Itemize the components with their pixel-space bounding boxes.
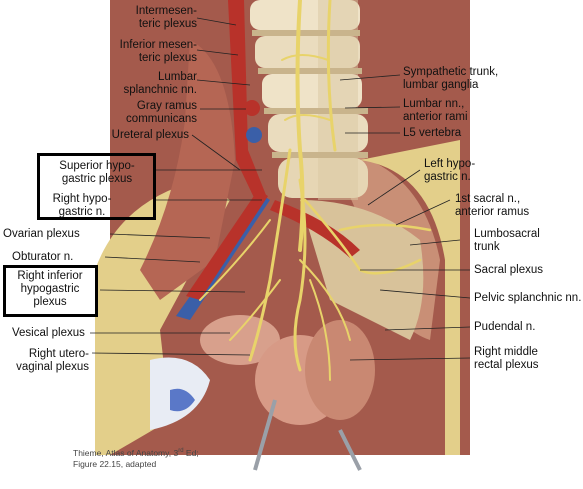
label-vesical-plexus: Vesical plexus [12, 327, 85, 339]
label-right-uterovaginal: Right utero- vaginal plexus [16, 348, 89, 373]
label-intermesenteric-plexus: Intermesen- teric plexus [135, 5, 197, 30]
left-iliac-artery [270, 200, 360, 258]
label-right-hypogastric: Right hypo- gastric n. [52, 193, 112, 218]
label-pelvic-splanchnic: Pelvic splanchnic nn. [474, 292, 582, 304]
label-inferior-mesenteric-plexus: Inferior mesen- teric plexus [119, 39, 197, 64]
label-right-inferior-hypogastric: Right inferior hypogastric plexus [17, 270, 83, 308]
label-first-sacral: 1st sacral n., anterior ramus [455, 193, 530, 218]
label-obturator-nerve: Obturator n. [12, 251, 74, 263]
artery-cross-section [244, 100, 260, 116]
right-iliac-artery [186, 190, 268, 300]
vein-cross-section [246, 127, 262, 143]
label-l5-vertebra: L5 vertebra [403, 127, 462, 139]
superior-hypogastric-box [37, 153, 156, 220]
autonomic-nerves [199, 0, 432, 381]
right-inferior-hypogastric-box [3, 265, 98, 317]
label-sympathetic-trunk: Sympathetic trunk, lumbar ganglia [403, 66, 499, 91]
pubic-vessel [170, 388, 195, 412]
figure-credit: Thieme, Atlas of Anatomy, 3rd Ed; Figure… [73, 447, 199, 469]
label-pudendal-nerve: Pudendal n. [474, 321, 536, 333]
label-ureteral-plexus: Ureteral plexus [111, 129, 189, 141]
retractor-right [338, 429, 362, 471]
rectum [305, 320, 375, 420]
aorta [228, 0, 268, 206]
leader-lines [90, 17, 471, 361]
label-ovarian-plexus: Ovarian plexus [3, 228, 80, 240]
retractor-left [253, 399, 277, 471]
label-left-hypogastric: Left hypo- gastric n. [424, 158, 476, 183]
label-gray-ramus: Gray ramus communicans [126, 100, 197, 125]
label-sacral-plexus: Sacral plexus [474, 264, 544, 276]
label-superior-hypogastric: Superior hypo- gastric plexus [59, 160, 135, 185]
label-lumbar-splanchnic: Lumbar splanchnic nn. [123, 71, 197, 96]
right-pelvic-fat [360, 140, 460, 455]
intervertebral-discs [252, 30, 368, 158]
label-lumbosacral-trunk: Lumbosacral trunk [474, 228, 540, 253]
label-right-middle-rectal: Right middle rectal plexus [474, 346, 539, 371]
label-lumbar-nn: Lumbar nn., anterior rami [403, 98, 468, 123]
